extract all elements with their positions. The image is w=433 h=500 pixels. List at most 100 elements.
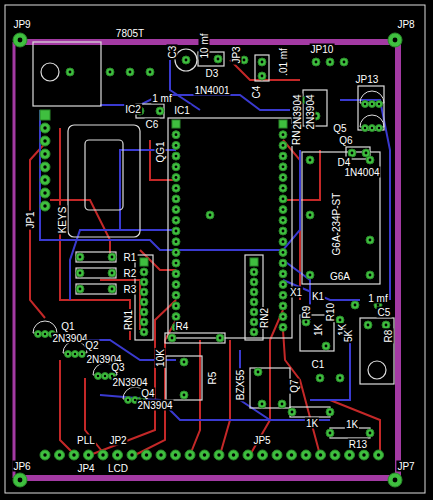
pad-hole xyxy=(43,152,47,156)
solder-pad xyxy=(279,238,287,246)
pad-hole xyxy=(143,321,146,324)
solder-pad xyxy=(279,163,287,171)
solder-pad xyxy=(40,123,50,133)
solder-pad xyxy=(185,450,195,460)
silkscreen-label: KEYS xyxy=(57,206,68,235)
pad-hole xyxy=(79,288,82,291)
solder-pad xyxy=(250,328,258,336)
solder-pad xyxy=(172,206,180,214)
solder-pad xyxy=(340,58,348,66)
pad-hole xyxy=(282,251,285,254)
pad-hole xyxy=(282,165,285,168)
pad-hole xyxy=(261,61,264,64)
silkscreen-label: R13 xyxy=(348,439,368,450)
pad-hole xyxy=(365,152,368,155)
ground-bus xyxy=(13,42,16,478)
pad-hole xyxy=(309,214,312,217)
pad-hole xyxy=(149,71,152,74)
solder-pad xyxy=(140,258,148,266)
solder-pad xyxy=(84,450,94,460)
pad-hole xyxy=(159,453,163,457)
solder-pad xyxy=(326,429,334,437)
silkscreen-outlines xyxy=(85,140,123,210)
solder-pad xyxy=(306,211,314,219)
solder-pad xyxy=(330,450,340,460)
silkscreen-label: R5 xyxy=(207,371,218,386)
solder-pad xyxy=(258,400,266,408)
pad-hole xyxy=(282,326,285,329)
pot-outline xyxy=(360,318,394,384)
pad-hole xyxy=(209,214,212,217)
silkscreen-label: G6A-234P-ST xyxy=(331,192,342,257)
solder-pad xyxy=(79,351,86,358)
silkscreen-label: JP1 xyxy=(25,210,36,229)
silkscreen-label: 1N4004 xyxy=(343,167,380,178)
solder-pad xyxy=(279,248,287,256)
pad-hole xyxy=(175,144,178,147)
pad-hole xyxy=(378,103,380,105)
silkscreen-label: 2N3904 xyxy=(292,93,303,130)
solder-pad xyxy=(40,162,50,172)
pad-hole xyxy=(79,256,82,259)
pad-hole xyxy=(111,272,114,275)
solder-pad xyxy=(322,342,330,350)
regulator-outline xyxy=(33,42,101,106)
solder-pad xyxy=(312,58,320,66)
pad-hole xyxy=(171,337,174,340)
silkscreen-label: 2N3904 xyxy=(111,377,148,388)
pad-hole xyxy=(43,178,47,182)
pad-hole xyxy=(37,333,39,335)
pad-hole xyxy=(378,127,380,129)
solder-pad xyxy=(172,259,180,267)
pad-hole xyxy=(246,453,250,457)
pad-hole xyxy=(253,321,256,324)
silkscreen-label: RN1 xyxy=(123,309,134,331)
solder-pad xyxy=(172,313,180,321)
solder-pad xyxy=(254,368,262,376)
capacitor-outline xyxy=(255,55,269,81)
solder-pad xyxy=(140,298,148,306)
silkscreen-label: JP5 xyxy=(252,435,271,446)
solder-pad xyxy=(125,397,132,404)
pad-hole xyxy=(253,291,256,294)
solder-pad xyxy=(279,270,287,278)
rn-outline xyxy=(135,255,153,340)
solder-pad xyxy=(42,331,49,338)
pad-hole xyxy=(282,208,285,211)
pad-hole xyxy=(261,403,264,406)
capacitor-outline xyxy=(175,49,197,71)
silkscreen-label: C6 xyxy=(145,119,160,130)
pad-hole xyxy=(44,333,46,335)
silkscreen-label: R1 xyxy=(123,252,138,263)
solder-pad xyxy=(172,163,180,171)
solder-pad xyxy=(369,101,376,108)
pad-hole xyxy=(175,155,178,158)
solder-pad xyxy=(362,101,369,108)
solder-pad xyxy=(374,450,384,460)
solder-pad xyxy=(172,174,180,182)
silkscreen-label: K1 xyxy=(311,291,325,302)
pad-hole xyxy=(203,453,207,457)
solder-pad xyxy=(316,374,324,382)
silkscreen-label: 1K xyxy=(313,323,324,337)
solder-pad xyxy=(126,68,134,76)
silkscreen-label: D3 xyxy=(205,68,220,79)
pad-hole xyxy=(282,133,285,136)
solder-pad xyxy=(388,473,402,487)
silkscreen-label: G6A xyxy=(329,271,351,282)
pad-hole xyxy=(104,375,106,377)
pad-hole xyxy=(109,71,112,74)
pad-hole xyxy=(116,453,120,457)
silkscreen-label: Q5 xyxy=(332,123,347,134)
solder-pad xyxy=(279,302,287,310)
solder-pad xyxy=(102,373,109,380)
silkscreen-label: JP4 xyxy=(76,463,95,474)
pad-hole xyxy=(253,301,256,304)
solder-pad xyxy=(279,141,287,149)
solder-pad xyxy=(250,258,258,266)
pad-hole xyxy=(143,281,146,284)
silkscreen-label: 1K xyxy=(345,419,359,430)
solder-pad xyxy=(366,156,374,164)
silkscreen-label: C5 xyxy=(377,307,392,318)
